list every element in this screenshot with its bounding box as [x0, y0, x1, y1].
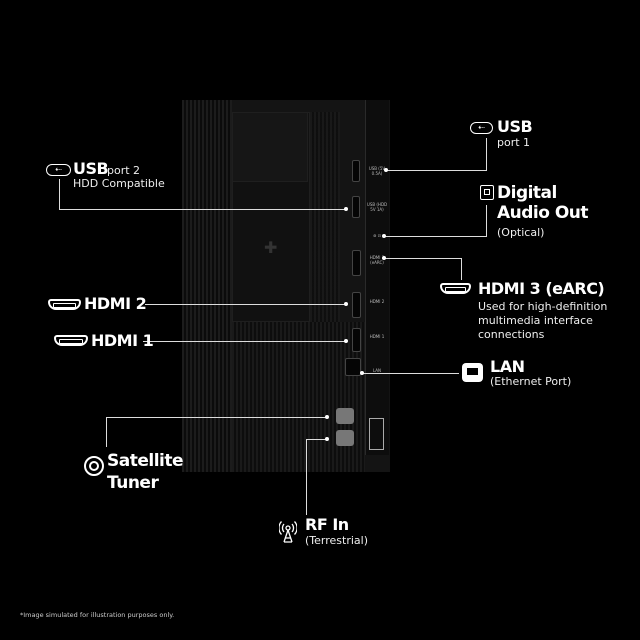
panel-label-optical: ⊚ ⊡	[373, 233, 381, 238]
satellite-icon	[84, 456, 104, 476]
leader-usb1	[486, 138, 487, 171]
hdmi-icon	[440, 283, 471, 294]
usb-icon: ⇠	[46, 164, 71, 176]
leader-dot	[360, 371, 364, 375]
satellite-connector	[336, 408, 354, 424]
leader-dot	[382, 234, 386, 238]
leader-dot	[344, 207, 348, 211]
leader-optical-h	[384, 236, 487, 237]
optical-sub: (Optical)	[497, 226, 545, 239]
usb1-sub: port 1	[497, 136, 531, 149]
leader-rf	[306, 439, 307, 515]
panel-label-lan: LAN	[372, 368, 382, 373]
footnote: *Image simulated for illustration purpos…	[20, 611, 175, 619]
optical-title-2: Audio Out	[497, 203, 589, 223]
panel-label-usb1: USB (5V 0.5A)	[368, 166, 386, 176]
leader-satellite	[106, 417, 107, 447]
ethernet-icon	[462, 363, 483, 382]
usb1-port	[352, 160, 360, 182]
leader-hdmi1	[143, 341, 346, 342]
leader-optical	[486, 205, 487, 236]
hdmi2-port	[352, 292, 361, 318]
panel-label-hdmi3: HDMI 3 (eARC)	[369, 255, 385, 265]
usb2-port	[352, 196, 360, 218]
lan-sub: (Ethernet Port)	[490, 375, 572, 388]
leader-dot	[325, 415, 329, 419]
antenna-icon	[279, 521, 297, 543]
hdmi1-port	[352, 328, 361, 352]
usb1-title: USB	[497, 117, 533, 136]
satellite-title-1: Satellite	[107, 451, 184, 471]
usb2-port: port 2	[107, 164, 141, 177]
panel-label-hdmi1: HDMI 1	[369, 334, 385, 339]
panel-sticker	[369, 418, 384, 450]
leader-satellite-h	[106, 417, 327, 418]
leader-usb2	[59, 179, 60, 209]
leader-lan	[362, 373, 459, 374]
port-strip	[365, 100, 389, 455]
hdmi1-title: HDMI 1	[91, 331, 154, 350]
leader-hdmi3	[384, 258, 462, 259]
leader-usb2-h	[59, 209, 346, 210]
leader-dot	[344, 302, 348, 306]
usb-icon: ⇠	[470, 122, 493, 134]
hdmi3-desc-3: connections	[478, 328, 545, 341]
rf-sub: (Terrestrial)	[305, 534, 368, 547]
tv-vent-bottom	[232, 322, 365, 472]
leader-hdmi3-v	[461, 258, 462, 280]
leader-hdmi2	[145, 304, 346, 305]
rf-connector	[336, 430, 354, 446]
usb2-sub: HDD Compatible	[73, 177, 165, 190]
hdmi-icon	[48, 299, 81, 310]
hdmi2-title: HDMI 2	[84, 294, 147, 313]
panel-label-hdmi2: HDMI 2	[369, 299, 385, 304]
tv-vent-left	[182, 100, 232, 472]
tv-vent-mid	[310, 112, 340, 322]
leader-rf-h	[306, 439, 326, 440]
hdmi3-desc-2: multimedia interface	[478, 314, 593, 327]
hdmi3-port	[352, 250, 361, 276]
hdmi3-title: HDMI 3 (eARC)	[478, 279, 605, 298]
screw-mark-icon: ✚	[264, 238, 278, 257]
optical-icon	[480, 185, 494, 200]
panel-label-usb2: USB (HDD 5V 1A)	[366, 202, 388, 212]
tv-label-plate	[232, 112, 308, 182]
leader-dot	[382, 256, 386, 260]
leader-dot	[325, 437, 329, 441]
lan-title: LAN	[490, 357, 525, 376]
optical-title-1: Digital	[497, 183, 557, 203]
lan-port	[345, 358, 361, 376]
hdmi-icon	[54, 335, 88, 346]
usb2-title: USB	[73, 159, 109, 178]
leader-usb1-h	[386, 170, 487, 171]
leader-dot	[384, 168, 388, 172]
satellite-title-2: Tuner	[107, 473, 159, 493]
leader-dot	[344, 339, 348, 343]
hdmi3-desc-1: Used for high-definition	[478, 300, 608, 313]
rf-title: RF In	[305, 515, 349, 534]
